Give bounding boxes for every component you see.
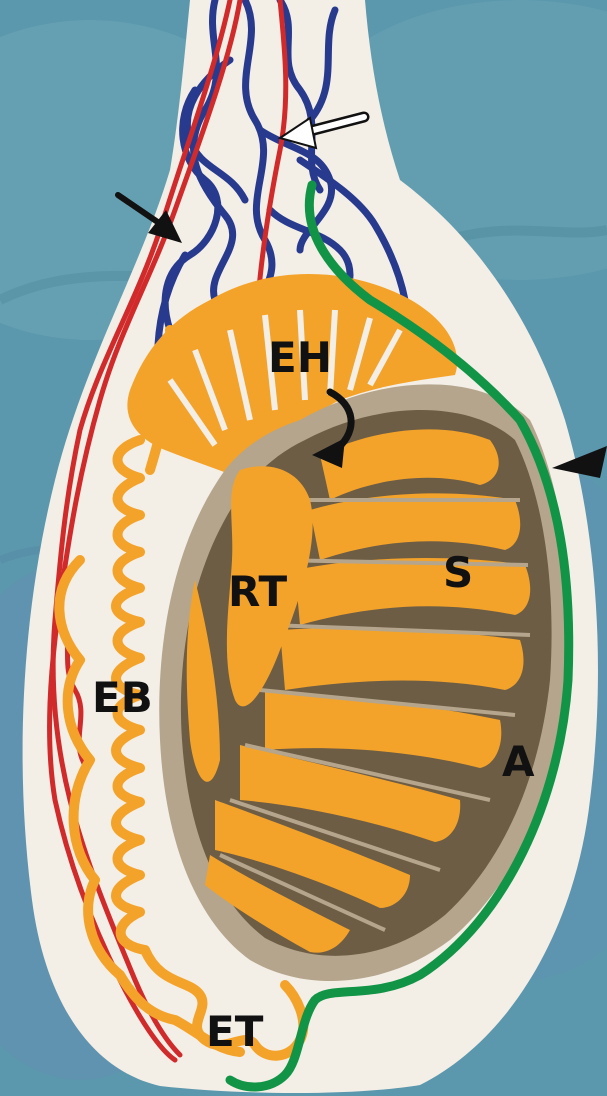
label-s: S <box>443 548 473 597</box>
label-rt: RT <box>228 567 287 616</box>
label-et: ET <box>206 1007 264 1056</box>
label-a: A <box>502 737 535 786</box>
label-eb: EB <box>92 673 153 722</box>
label-eh: EH <box>268 333 332 382</box>
